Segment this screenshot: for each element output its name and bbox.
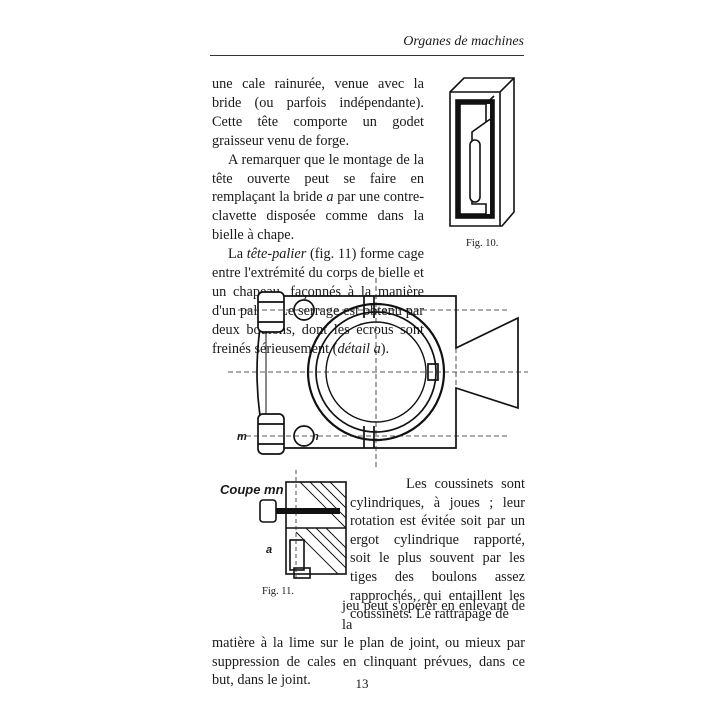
figure-10-drawing — [449, 77, 515, 227]
side-text: Les coussinets sont cylindriques, à joue… — [350, 475, 525, 624]
paragraph-4-side: Les coussinets sont cylindriques, à joue… — [350, 476, 525, 623]
paragraph-4-rest: matière à la lime sur le plan de joint, … — [212, 635, 525, 689]
figure-11-caption: Fig. 11. — [262, 586, 294, 597]
section-label: Coupe mn — [220, 482, 284, 497]
running-title: Organes de machines — [403, 34, 524, 49]
main-text: une cale rainurée, venue avec la bride (… — [212, 75, 424, 359]
label-n: n — [312, 431, 319, 443]
paragraph-2: A remarquer que le montage de la tête ou… — [212, 151, 424, 244]
label-a: a — [266, 544, 273, 556]
header-rule — [210, 55, 524, 56]
paragraph-1: une cale rainurée, venue avec la bride (… — [212, 76, 424, 149]
figure-10-caption: Fig. 10. — [466, 238, 499, 249]
label-m: m — [237, 431, 247, 443]
bottom-text: jeu peut s'opérer en enlevant de la mati… — [212, 597, 525, 690]
figure-11-section-drawing — [259, 470, 347, 582]
page-number: 13 — [355, 676, 369, 691]
paragraph-4-line: jeu peut s'opérer en enlevant de la — [342, 598, 525, 633]
figure-11-drawing — [228, 278, 528, 468]
